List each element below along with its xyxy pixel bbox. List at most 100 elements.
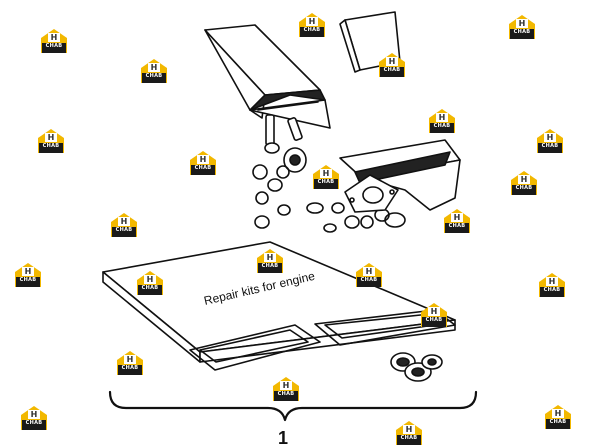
parts-pouch-left (204, 24, 331, 129)
house-logo-icon (299, 13, 325, 37)
watermark-letter: H (120, 217, 128, 226)
watermark-letter: H (453, 213, 461, 222)
watermark-letter: H (388, 57, 396, 66)
watermark-text: CHAB (543, 287, 561, 293)
watermark-letter: H (322, 169, 330, 178)
pin-set (264, 114, 307, 173)
watermark-text: CHAB (42, 143, 60, 149)
watermark-letter: H (405, 425, 413, 434)
house-logo-icon (137, 271, 163, 295)
watermark-text: CHAB (513, 29, 531, 35)
watermark-letter: H (30, 410, 38, 419)
watermark-text: CHAB (145, 73, 163, 79)
house-logo-icon (313, 165, 339, 189)
house-logo-icon (15, 263, 41, 287)
small-box (339, 11, 401, 73)
watermark-text: CHAB (141, 285, 159, 291)
callout-bracket (108, 390, 478, 422)
watermark-text: CHAB (541, 143, 559, 149)
house-logo-icon (545, 405, 571, 429)
house-logo-icon (356, 263, 382, 287)
watermark-text: CHAB (317, 179, 335, 185)
watermark-letter: H (24, 267, 32, 276)
watermark-text: CHAB (277, 391, 295, 397)
house-logo-icon (41, 29, 67, 53)
watermark-letter: H (282, 381, 290, 390)
watermark-text: CHAB (549, 419, 567, 425)
o-ring-set (252, 164, 406, 233)
watermark-letter: H (520, 175, 528, 184)
parts-pouch-right (339, 139, 461, 211)
house-logo-icon (117, 351, 143, 375)
watermark-text: CHAB (194, 165, 212, 171)
watermark-letter: H (365, 267, 373, 276)
watermark-text: CHAB (425, 317, 443, 323)
watermark-letter: H (199, 155, 207, 164)
house-logo-icon (509, 15, 535, 39)
watermark-letter: H (146, 275, 154, 284)
watermark-text: CHAB (515, 185, 533, 191)
house-logo-icon (396, 421, 422, 445)
callout-number: 1 (278, 428, 288, 448)
house-logo-icon (38, 129, 64, 153)
house-logo-icon (511, 171, 537, 195)
watermark-letter: H (554, 409, 562, 418)
house-logo-icon (257, 249, 283, 273)
house-logo-icon (421, 303, 447, 327)
watermark-letter: H (150, 63, 158, 72)
watermark-letter: H (518, 19, 526, 28)
house-logo-icon (190, 151, 216, 175)
house-logo-icon (537, 129, 563, 153)
watermark-text: CHAB (19, 277, 37, 283)
watermark-text: CHAB (360, 277, 378, 283)
watermark-text: CHAB (25, 420, 43, 426)
watermark-text: CHAB (400, 435, 418, 441)
house-logo-icon (141, 59, 167, 83)
flange-gasket (344, 174, 399, 213)
house-logo-icon (21, 406, 47, 430)
watermark-letter: H (438, 113, 446, 122)
house-logo-icon (429, 109, 455, 133)
house-logo-icon (273, 377, 299, 401)
watermark-text: CHAB (115, 227, 133, 233)
gasket-left (189, 324, 321, 371)
watermark-text: CHAB (433, 123, 451, 129)
watermark-text: CHAB (261, 263, 279, 269)
house-logo-icon (539, 273, 565, 297)
house-logo-icon (379, 53, 405, 77)
watermark-text: CHAB (303, 27, 321, 33)
watermark-letter: H (50, 33, 58, 42)
house-logo-icon (111, 213, 137, 237)
bearing-set (390, 352, 443, 382)
watermark-letter: H (308, 17, 316, 26)
watermark-text: CHAB (448, 223, 466, 229)
watermark-letter: H (47, 133, 55, 142)
watermark-letter: H (126, 355, 134, 364)
watermark-text: CHAB (45, 43, 63, 49)
watermark-letter: H (430, 307, 438, 316)
